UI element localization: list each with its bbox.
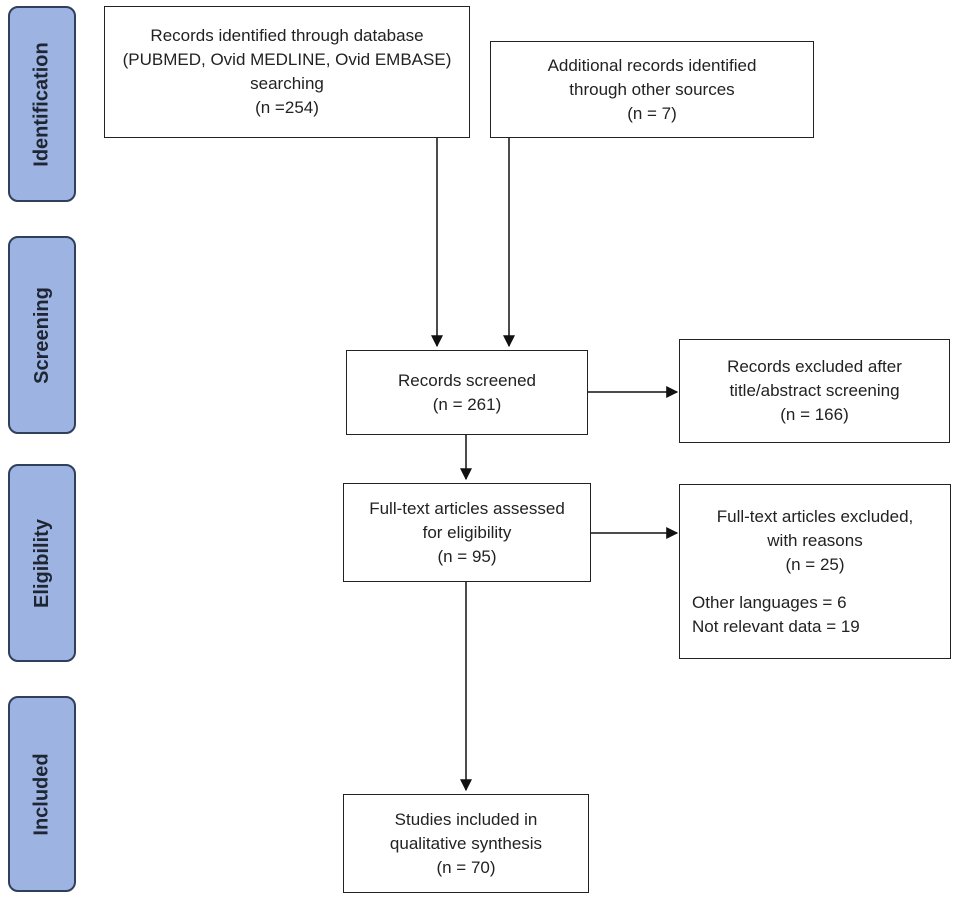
box-text: for eligibility xyxy=(422,522,512,542)
reason-item: Other languages = 6 xyxy=(692,592,847,612)
stage-screening: Screening xyxy=(8,236,76,434)
box-records-excluded: Records excluded after title/abstract sc… xyxy=(679,339,950,443)
box-text: Full-text articles assessed xyxy=(369,498,565,518)
box-text: qualitative synthesis xyxy=(389,833,543,853)
box-fulltext-assessed: Full-text articles assessed for eligibil… xyxy=(343,483,591,582)
box-count: (n = 70) xyxy=(436,857,496,877)
box-count: (n = 95) xyxy=(437,546,497,566)
box-text: with reasons xyxy=(767,530,863,550)
box-database-records: Records identified through database (PUB… xyxy=(104,6,470,138)
box-count: (n = 166) xyxy=(780,405,849,424)
box-text: (PUBMED, Ovid MEDLINE, Ovid EMBASE) xyxy=(122,50,452,69)
box-count: (n =254) xyxy=(255,98,319,117)
box-records-screened: Records screened (n = 261) xyxy=(346,350,588,435)
exclusion-reasons: Other languages = 6 Not relevant data = … xyxy=(680,591,860,639)
box-text: title/abstract screening xyxy=(729,381,900,400)
box-text: Studies included in xyxy=(394,809,538,829)
box-text: Additional records identified xyxy=(547,55,757,75)
reason-item: Not relevant data = 19 xyxy=(692,616,860,636)
stage-included: Included xyxy=(8,696,76,892)
box-studies-included: Studies included in qualitative synthesi… xyxy=(343,794,589,893)
box-text: Records screened xyxy=(398,370,536,390)
box-text: through other sources xyxy=(569,79,735,99)
box-count: (n = 7) xyxy=(627,103,677,123)
box-text: Records excluded after xyxy=(727,357,902,376)
box-text: searching xyxy=(250,74,324,93)
box-text: Full-text articles excluded, xyxy=(716,506,914,526)
box-fulltext-excluded: Full-text articles excluded, with reason… xyxy=(679,484,951,659)
box-count: (n = 261) xyxy=(432,394,502,414)
box-count: (n = 25) xyxy=(785,554,845,574)
stage-eligibility: Eligibility xyxy=(8,464,76,662)
box-other-sources: Additional records identified through ot… xyxy=(490,41,814,138)
stage-identification: Identification xyxy=(8,6,76,202)
box-text: Records identified through database xyxy=(150,26,424,45)
